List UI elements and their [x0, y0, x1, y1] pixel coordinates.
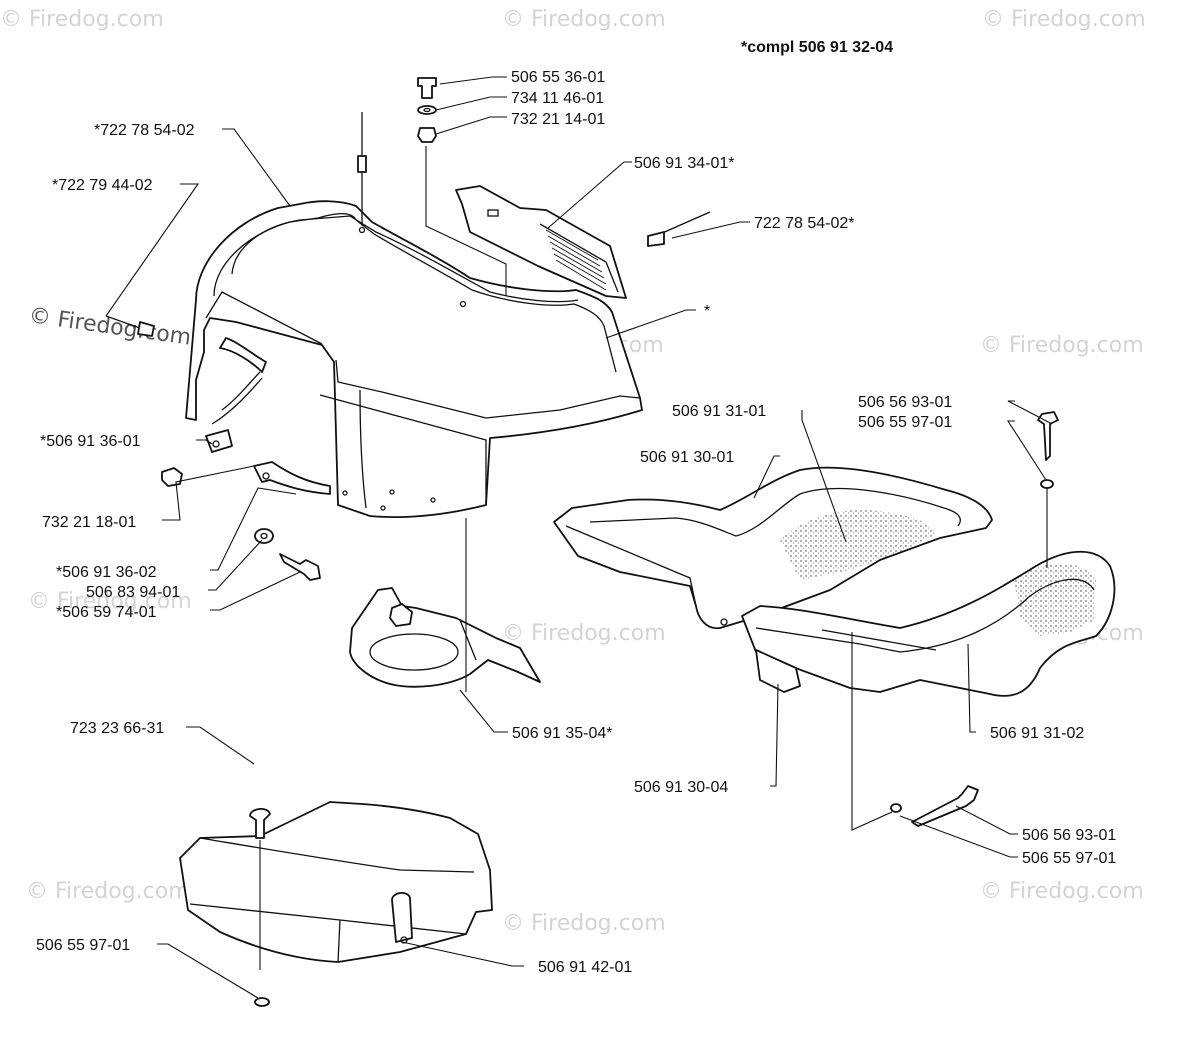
part-label: 506 91 31-02 — [990, 725, 1084, 742]
watermark: © Firedog.com — [502, 911, 666, 936]
watermark: © Firedog.com — [980, 333, 1144, 358]
assembly-title: *compl 506 91 32-04 — [741, 39, 893, 56]
part-label: 506 56 93-01 — [858, 394, 952, 411]
left-screw-part — [105, 315, 155, 337]
top-bolt-stack — [357, 77, 507, 296]
leader-lines — [105, 76, 1053, 999]
part-label: *506 91 36-02 — [56, 564, 157, 581]
part-label: 506 91 31-01 — [672, 403, 766, 420]
part-labels: *compl 506 91 32-04 506 55 36-01 734 11 … — [36, 39, 1116, 976]
watermark: © Firedog.com — [982, 7, 1146, 32]
part-label: 722 78 54-02* — [754, 215, 855, 232]
part-label: 506 91 42-01 — [538, 959, 632, 976]
battery-cover-part — [179, 801, 493, 1007]
small-hardware — [161, 467, 321, 581]
seat-cushion-part — [741, 550, 1116, 697]
part-label: 506 55 36-01 — [511, 69, 605, 86]
part-label: 506 91 30-04 — [634, 779, 728, 796]
watermark: © Firedog.com — [502, 621, 666, 646]
seat-pan-part — [553, 466, 993, 630]
part-label: 506 56 93-01 — [1022, 827, 1116, 844]
part-label: * — [704, 303, 710, 320]
part-label: *722 79 44-02 — [52, 177, 153, 194]
part-label: 506 83 94-01 — [86, 584, 180, 601]
seat-screws — [851, 411, 1059, 831]
part-label: 732 21 18-01 — [42, 514, 136, 531]
watermark: © Firedog.com — [28, 589, 192, 614]
part-label: 506 55 97-01 — [858, 414, 952, 431]
watermark: © Firedog.com — [26, 879, 190, 904]
part-label: 506 55 97-01 — [1022, 850, 1116, 867]
chute-part — [349, 518, 541, 692]
part-label: 723 23 66-31 — [70, 720, 164, 737]
watermark: © Firedog.com — [980, 879, 1144, 904]
part-label: *722 78 54-02 — [94, 122, 195, 139]
part-label: 506 91 34-01* — [634, 155, 735, 172]
part-label: 506 91 35-04* — [512, 725, 613, 742]
grille-panel-part — [455, 185, 711, 299]
hood-part — [185, 200, 643, 518]
part-label: *506 91 36-01 — [40, 433, 141, 450]
part-label: 506 91 30-01 — [640, 449, 734, 466]
part-label: 732 21 14-01 — [511, 111, 605, 128]
watermark: © Firedog.com — [0, 7, 164, 32]
part-label: 734 11 46-01 — [511, 90, 604, 107]
part-label: *506 59 74-01 — [56, 604, 157, 621]
part-label: 506 55 97-01 — [36, 937, 130, 954]
watermark: © Firedog.com — [502, 7, 666, 32]
